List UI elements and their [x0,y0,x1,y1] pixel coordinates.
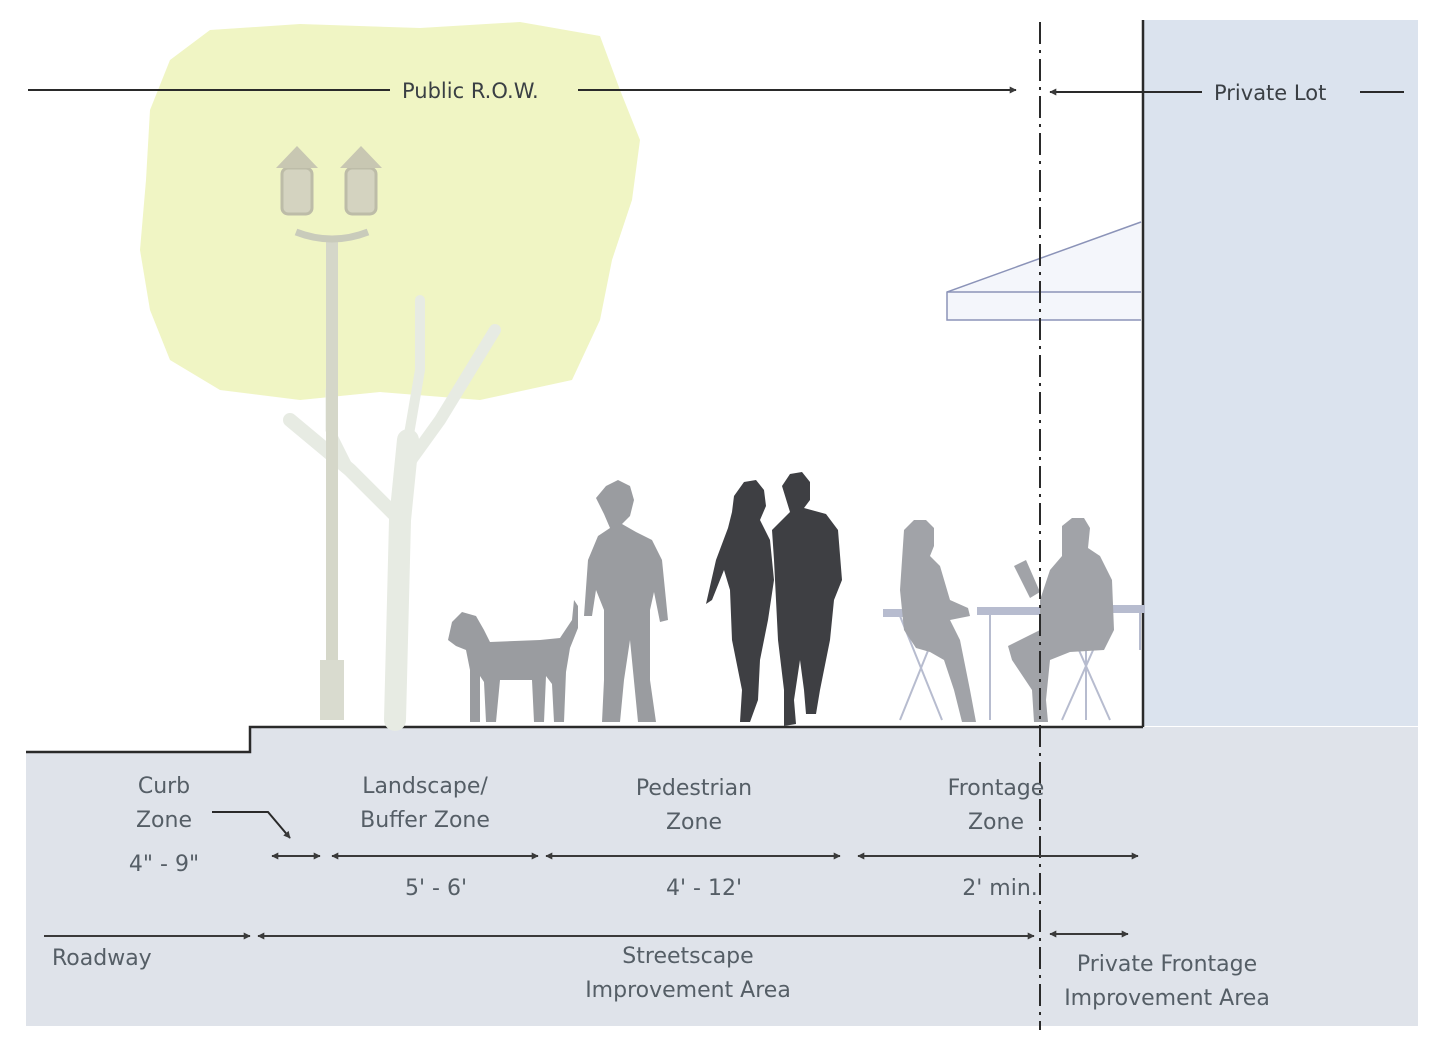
curb-zone-dimension: 4" - 9" [128,852,200,877]
private-frontage-area-label: Private Frontage Improvement Area [1042,948,1292,1016]
curb-zone-line2: Zone [135,808,192,833]
landscape-zone-dimension: 5' - 6' [404,876,467,901]
curb-leader-line [212,811,291,839]
private-lot-label: Private Lot [1206,78,1335,108]
pedestrian-zone-line2: Zone [665,810,722,835]
streetscape-area-label: Streetscape Improvement Area [548,940,828,1008]
curb-zone-label: Curb Zone [112,770,216,838]
man-walking-silhouette [772,472,842,726]
pedestrian-zone-label: Pedestrian Zone [604,772,784,840]
frontage-zone-line1: Frontage [947,776,1045,801]
private-frontage-area-line1: Private Frontage [1076,952,1258,977]
pedestrian-zone-dimension: 4' - 12' [665,876,742,901]
seated-woman-silhouette [900,520,976,722]
tree-canopy [140,22,640,400]
tablet [1014,560,1040,598]
landscape-zone-line2: Buffer Zone [360,808,490,833]
public-row-label: Public R.O.W. [402,79,539,103]
roadway-label: Roadway [52,946,152,971]
seated-man-silhouette [1008,518,1114,722]
curb-zone-line1: Curb [137,774,191,799]
streetscape-area-line2: Improvement Area [585,978,791,1003]
private-frontage-area-line2: Improvement Area [1064,986,1270,1011]
frontage-zone-dimension: 2' min. [962,876,1038,901]
dog-silhouette [448,600,578,722]
woman-walking-silhouette [706,480,774,722]
ground-section [26,727,1418,1026]
streetscape-area-line1: Streetscape [622,944,754,969]
man-with-cap-silhouette [584,480,668,722]
landscape-zone-label: Landscape/ Buffer Zone [330,770,520,838]
awning [946,221,1142,321]
pedestrian-zone-line1: Pedestrian [635,776,753,801]
lamp-post [276,146,382,720]
frontage-zone-line2: Zone [967,810,1024,835]
frontage-zone-label: Frontage Zone [926,772,1066,840]
building-facade [1143,20,1418,726]
landscape-zone-line1: Landscape/ [362,774,488,799]
ground-profile-line [26,725,1143,754]
